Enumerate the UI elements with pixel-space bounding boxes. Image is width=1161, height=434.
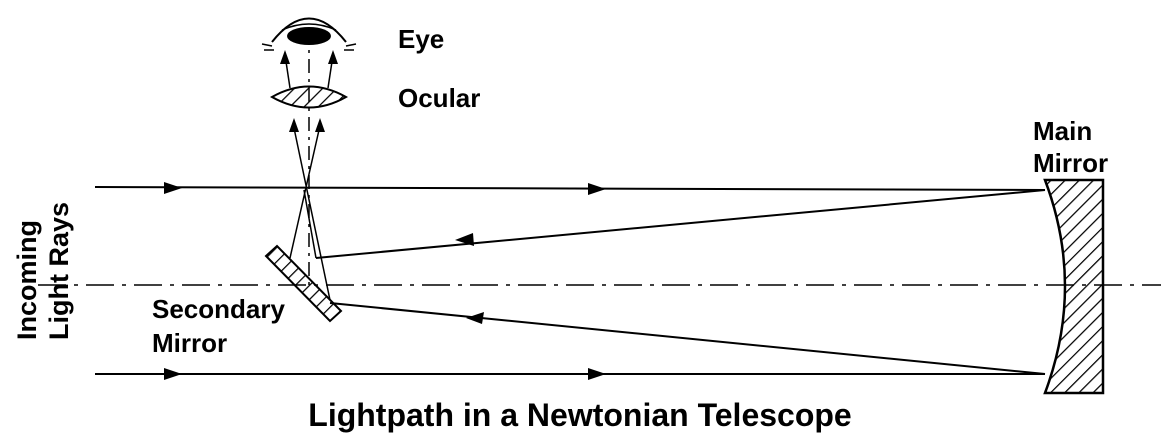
arrowhead [164, 368, 182, 380]
secondary-mirror-label-line2: Mirror [152, 328, 227, 358]
arrowhead [315, 118, 325, 132]
ray-to-ocular [303, 189, 317, 259]
reflected-ray-bottom [329, 302, 1046, 375]
eye-icon [261, 17, 357, 51]
incoming-rays-label-line1: Incoming [12, 220, 42, 340]
main-mirror [1043, 178, 1105, 395]
arrowhead [280, 50, 290, 64]
arrowhead [289, 118, 299, 132]
eye-label: Eye [398, 24, 444, 54]
secondary-mirror-label-line1: Secondary [152, 294, 285, 324]
reflected-ray-top [315, 189, 1046, 259]
arrowhead [588, 368, 606, 380]
diagram-title: Lightpath in a Newtonian Telescope [308, 397, 851, 433]
main-mirror-label-line1: Main [1033, 116, 1092, 146]
arrowhead [164, 182, 182, 194]
incoming-ray-top [94, 186, 1046, 191]
main-mirror-label-line2: Mirror [1033, 148, 1108, 178]
arrowhead [588, 183, 606, 195]
ray-to-ocular [293, 127, 331, 301]
incoming-rays-label-line2: Light Rays [44, 202, 74, 340]
ocular-label: Ocular [398, 83, 480, 113]
arrowhead [455, 233, 474, 246]
secondary-mirror [264, 244, 343, 323]
arrowhead [466, 312, 484, 324]
arrowhead [328, 50, 338, 64]
ocular-lens [269, 85, 349, 109]
